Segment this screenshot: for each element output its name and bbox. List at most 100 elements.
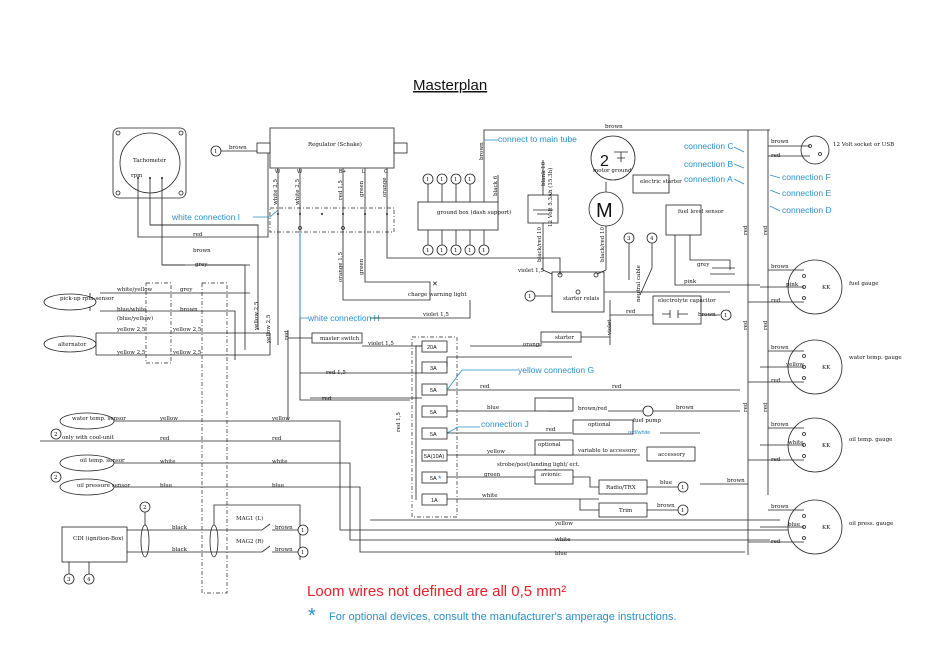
diagram-label: white [482,493,497,499]
diagram-label: KK [822,525,831,531]
diagram-label: brown [657,503,675,509]
diagram-label: 1 [468,177,472,183]
diagram-label: 4 [650,236,654,242]
diagram-label: red [763,225,769,235]
diagram-label: 1 [301,550,305,556]
water-temp-gauge: KK water temp. gauge [787,339,902,395]
diagram-label: white [555,537,570,543]
diagram-label: oil temp. sensor [80,458,125,464]
diagram-label: yellow 2,5 [116,350,146,356]
diagram-label: black/red 10 [600,227,606,262]
diagram-label: 1 [681,485,685,491]
diagram-label: white [272,459,287,465]
diagram-label: pink [786,282,799,288]
diagram-label: red [480,384,490,390]
diagram-label: yellow 2,5 [254,301,260,331]
diagram-label: yellow [271,416,290,422]
diagram-label: 20A [427,345,437,351]
motor-ground [590,135,636,181]
diagram-label: MAG2 (R) [236,538,264,545]
diagram-label: brown [193,248,211,254]
diagram-label: KK [822,285,831,291]
diagram-label: 12 Volt socket or USB [833,142,894,148]
diagram-label: blue/white [117,307,146,313]
diagram-label: grey [180,287,193,293]
diagram-label: white/yellow [117,287,153,293]
diagram-label: 1 [426,248,430,254]
diagram-label: yellow [159,416,178,422]
connection-c-label: connection C [684,141,734,151]
diagram-label: KK [822,365,831,371]
diagram-label: red [284,330,290,340]
diagram-label: red [160,436,170,442]
diagram-label: water temp. gauge [849,355,902,361]
diagram-label: red [771,298,781,304]
regulator-pin-l: L [362,169,365,175]
diagram-label: black [172,547,188,553]
diagram-label: brown [605,124,623,130]
diagram-label: green [359,258,365,275]
connect-main-tube: connect to main tube [498,134,577,144]
diagram-label: MAG1 (L) [236,515,263,522]
connection-h-label: white connection H [307,313,380,323]
diagram-label: 1 [681,508,685,514]
diagram-label: violet 1,5 [517,268,544,274]
diagram-label: brown [676,405,694,411]
diagram-label: 1 [440,177,444,183]
diagram-label: * [438,474,442,484]
diagram-label: starter relais [563,296,599,302]
diagram-label: white 2,5 [273,179,279,205]
diagram-label: 12 Volt 5.3Ah (15.3h) [547,168,554,227]
diagram-label: red [763,402,769,412]
diagram-label: 5A [430,432,437,438]
diagram-label: red 1,5 [396,412,402,432]
ground-box: ground box (dash support) 1 1 1 1 1 1 1 … [417,140,511,256]
diagram-label: electrolyte capacitor [658,298,716,304]
connection-i-label: white connection I [171,212,240,222]
diagram-label: red [626,309,636,315]
diagram-label: blank 10 [541,161,547,186]
rpm-label: rpm [131,173,143,179]
diagram-label: brown [698,312,716,318]
socket-12v [800,135,830,165]
diagram-label: red [743,225,749,235]
diagram-label: red [743,402,749,412]
diagram-label: oil pressure sensor [77,483,131,489]
diagram-label: yellow 2,5 [116,327,146,333]
diagram-label: alternator [58,342,86,348]
diagram-label: brown [771,345,789,351]
fuel-level-sensor [665,204,702,236]
diagram-label: violet 1,5 [367,341,394,347]
diagram-label: blue [160,483,172,489]
diagram-label: KK [822,443,831,449]
diagram-label: 1 [482,248,486,254]
diagram-label: 1 [454,248,458,254]
diagram-label: red/white [628,430,650,436]
connection-g-label: yellow connection G [518,365,594,375]
diagram-label: 2 [54,432,58,438]
diagram-label: green [359,180,365,197]
diagram-label: red 1,5 [338,180,344,200]
diagram-label: fuel level sensor [678,209,724,215]
diagram-label: pick-up rpm-sensor [60,296,114,302]
diagram-label: brown [771,422,789,428]
diagram-label: red [322,396,332,402]
diagram-label: 1 [440,248,444,254]
diagram-label: 1 [214,149,218,155]
tachometer: Tachometer rpm [112,127,187,199]
regulator-pin-c: C [384,169,388,175]
diagram-label: orange [382,177,388,197]
diagram-label: violet 1,5 [422,312,449,318]
diagram-label: brown [479,142,485,160]
diagram-label: 3 [67,577,71,583]
diagram-label: ground box (dash support) [437,209,511,216]
diagram-label: variable to accessory [577,448,638,454]
diagram-label: white 2,5 [295,179,301,205]
connection-e-label: connection E [782,188,831,198]
diagram-label: optional [538,442,561,448]
battery: blank 10 12 Volt 5.3Ah (15.3h) [527,161,559,227]
diagram-label: red [546,427,556,433]
diagram-label: yellow [785,362,804,368]
diagram-label: brown [275,525,293,531]
